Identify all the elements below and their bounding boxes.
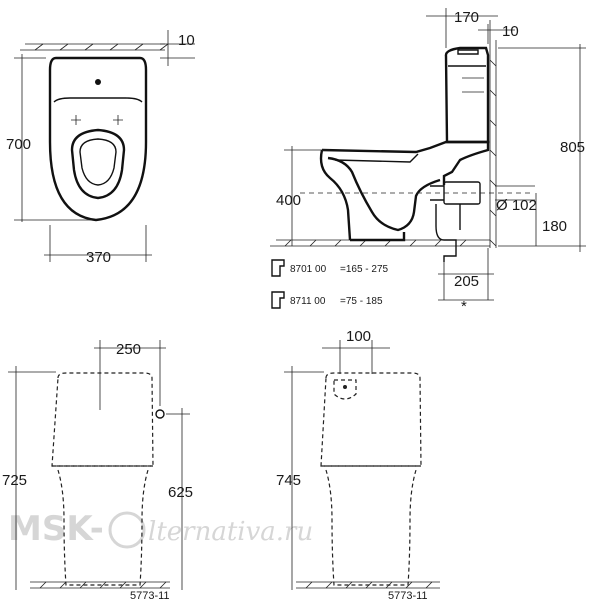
option-1-range: =165 - 275 [340,264,389,275]
side-view: 170 10 805 400 Ø 102 180 205 * 8701 00 =… [270,8,586,315]
outlet-dist-dim: 205 [454,273,479,290]
tank-gap-dim: 10 [502,23,519,40]
top-width-dim: 370 [86,249,111,266]
tank-depth-dim: 170 [454,9,479,26]
front-left-height-dim: 725 [2,472,27,489]
front-left-width-dim: 250 [116,341,141,358]
top-view: 700 370 10 [6,30,195,266]
front-right-height-dim: 745 [276,472,301,489]
front-view-right: 100 745 5773-11 [276,328,440,600]
front-left-model: 5773-11 [130,590,170,600]
outlet-option-2: 8711 00 =75 - 185 [271,291,383,309]
outlet-option-1: 8701 00 =165 - 275 [271,259,389,277]
svg-text:lternativa.ru: lternativa.ru [148,517,313,547]
front-right-model: 5773-11 [388,590,428,600]
option-2-range: =75 - 185 [340,296,383,307]
top-gap-dim: 10 [178,32,195,49]
total-height-dim: 805 [560,139,585,156]
outlet-note: * [461,298,467,315]
watermark: MSK- lternativa.ru [8,509,313,549]
option-1-code: 8701 00 [290,264,327,275]
option-2-code: 8711 00 [290,296,326,307]
front-left-inlet-dim: 625 [168,484,193,501]
front-view-left: 250 725 625 5773-11 [2,340,193,600]
top-height-dim: 700 [6,136,31,153]
outlet-height-dim: 180 [542,218,567,235]
front-right-width-dim: 100 [346,328,371,345]
svg-text:MSK-: MSK- [8,509,104,549]
pipe-diameter-dim: Ø 102 [496,197,537,214]
seat-height-dim: 400 [276,192,301,209]
